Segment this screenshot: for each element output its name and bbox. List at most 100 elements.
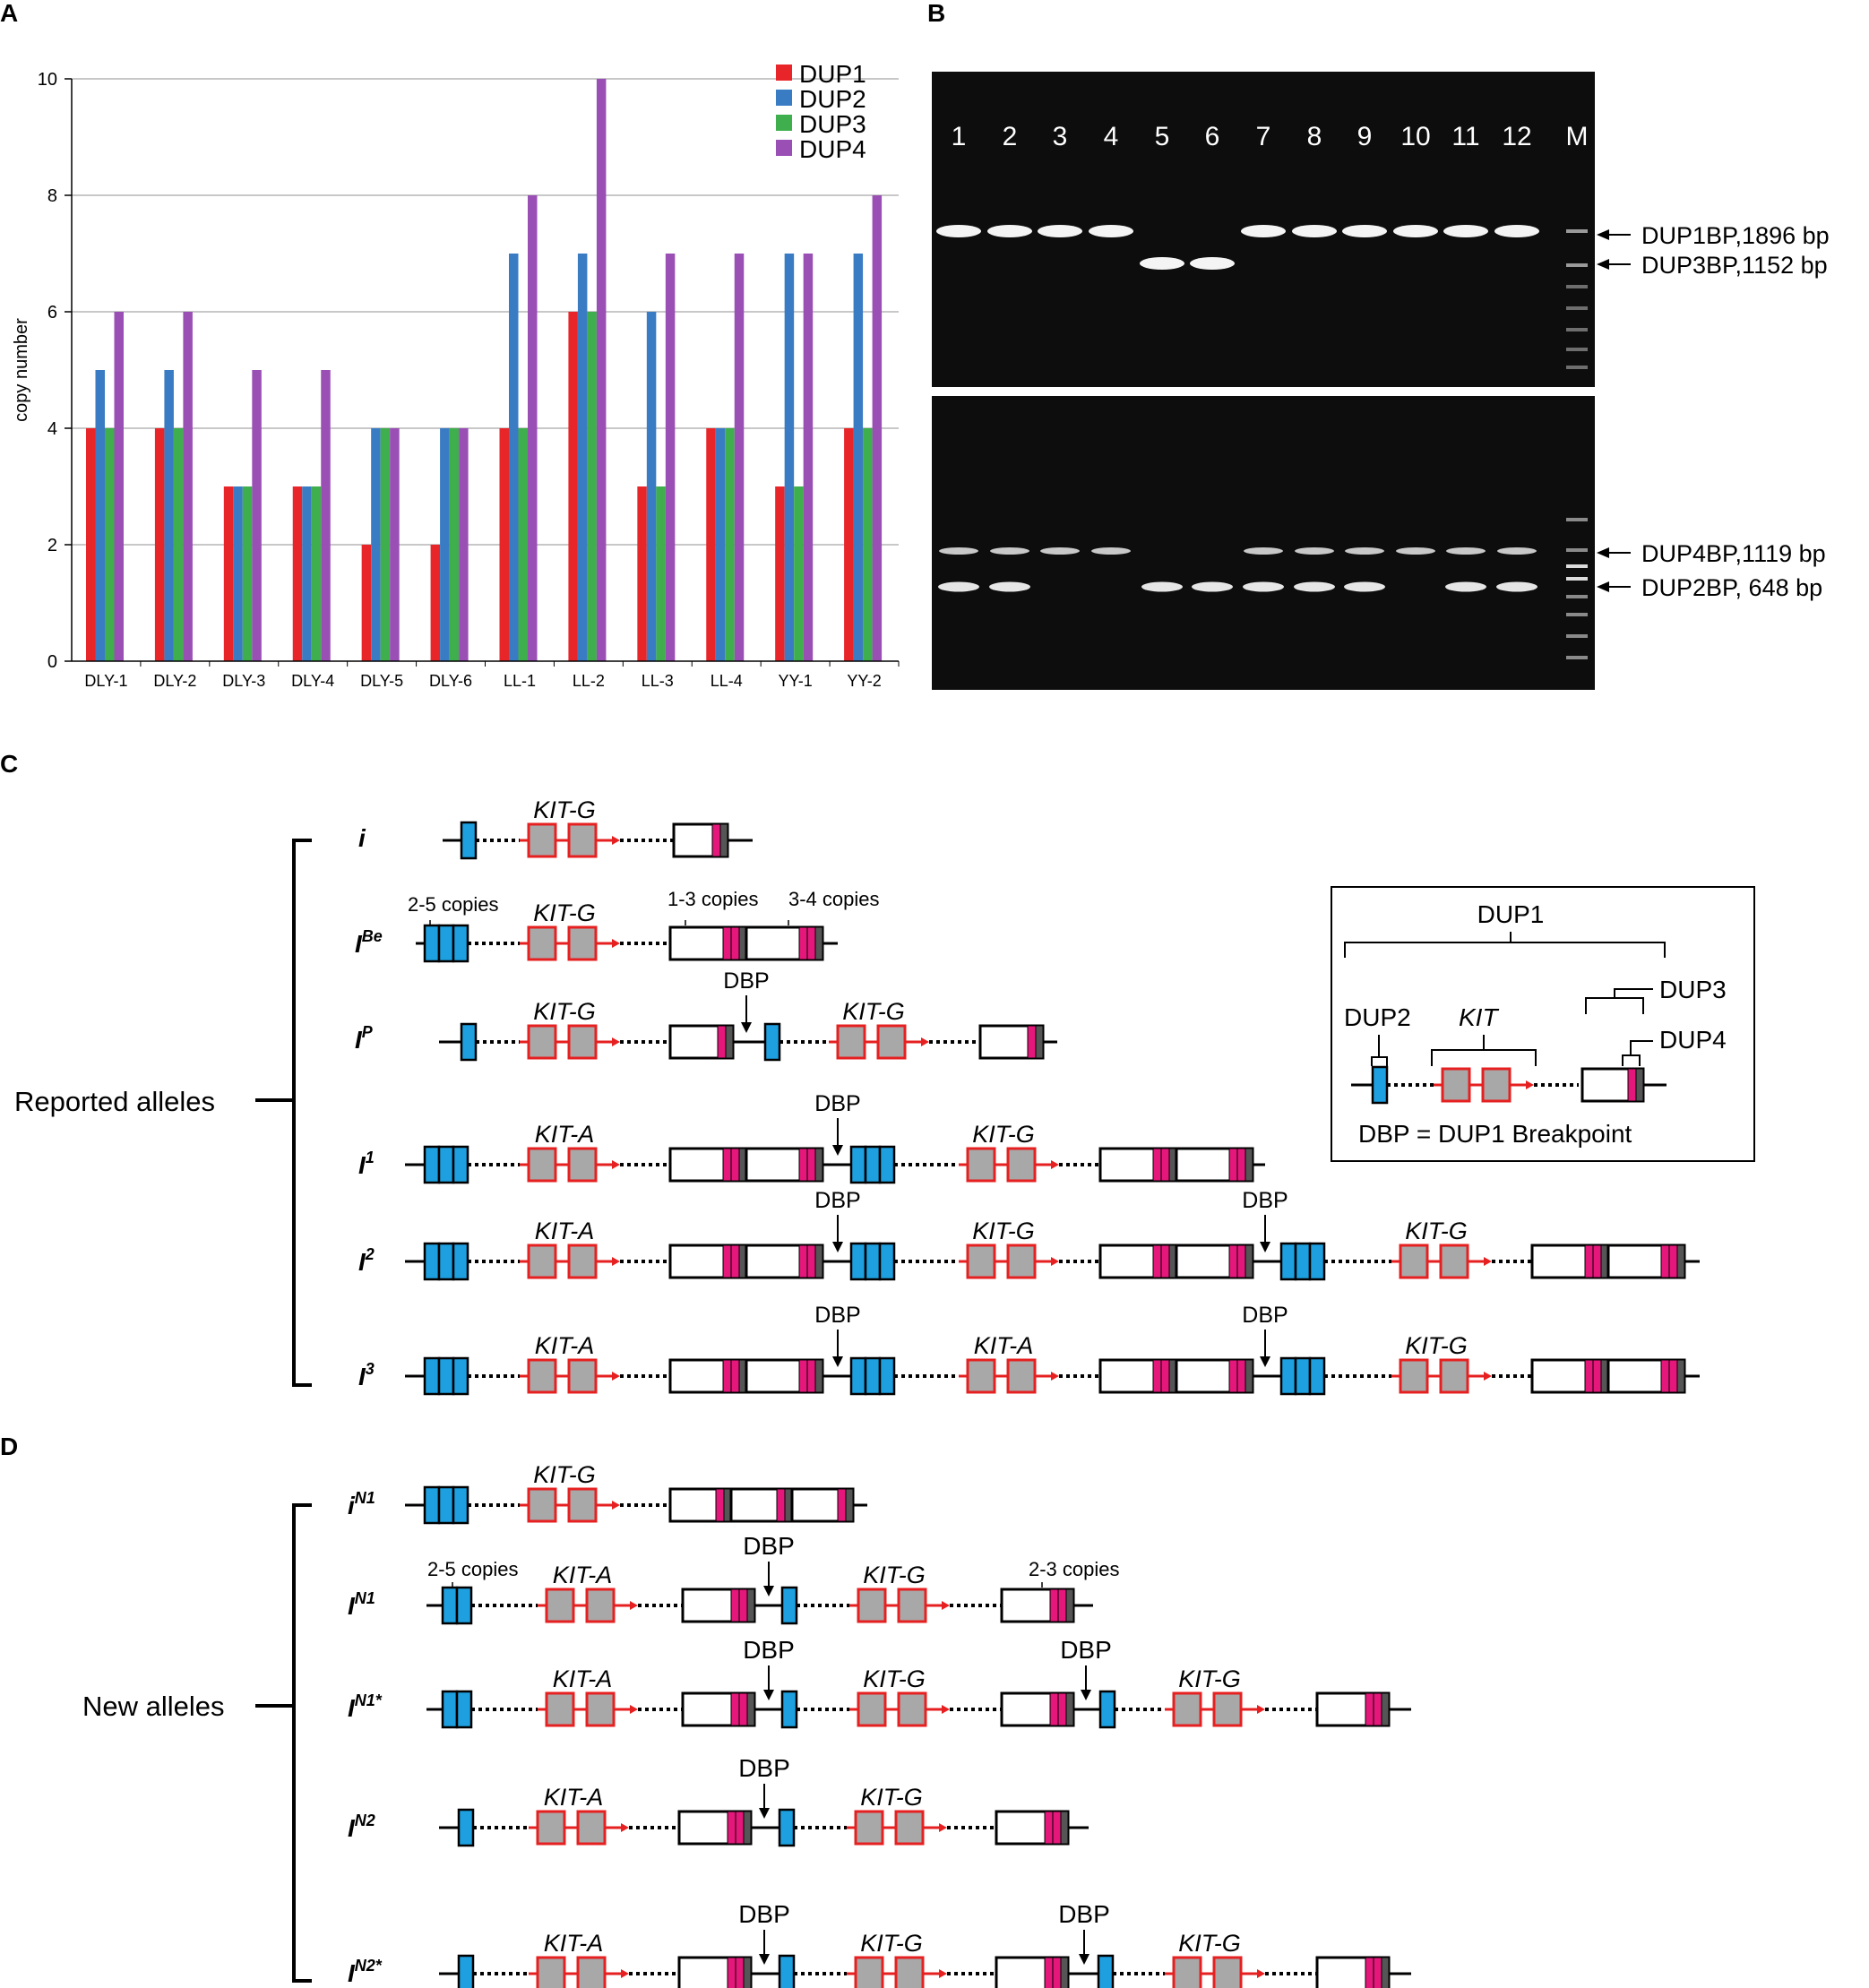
dup4-block bbox=[1668, 1244, 1678, 1278]
bar-dup1-yy-1 bbox=[775, 486, 785, 661]
kit-label: KIT-G bbox=[863, 1665, 926, 1692]
x-tick-label: DLY-2 bbox=[153, 672, 196, 690]
gel-band-dup4-1 bbox=[939, 547, 978, 555]
band-label-dup4bp: DUP4BP,1119 bp bbox=[1641, 540, 1826, 567]
dup3-end bbox=[719, 823, 728, 857]
kit-exon bbox=[876, 1024, 907, 1060]
x-tick-label: DLY-4 bbox=[291, 672, 334, 690]
kit-arrowhead bbox=[1257, 1705, 1265, 1714]
kit-arrowhead bbox=[612, 1372, 620, 1381]
kit-exon bbox=[1212, 1691, 1243, 1727]
dbp-arrowhead bbox=[832, 1242, 843, 1252]
bar-dup3-dly-1 bbox=[105, 428, 115, 661]
lane-label-6: 6 bbox=[1205, 122, 1220, 151]
bar-dup2-ll-4 bbox=[715, 428, 726, 661]
dbp-label: DBP bbox=[814, 1091, 860, 1116]
dup4-block bbox=[730, 1148, 740, 1182]
dup4-block bbox=[1592, 1359, 1602, 1393]
allele-In1-star: IN1* bbox=[348, 1691, 383, 1722]
gel-band-dup2-7 bbox=[1243, 581, 1284, 592]
gel-band-top-12 bbox=[1494, 225, 1539, 237]
marker-band bbox=[1566, 548, 1588, 552]
dup4-block bbox=[1627, 1068, 1637, 1102]
kit-label: KIT-G bbox=[860, 1930, 923, 1957]
dup2-block bbox=[441, 1586, 459, 1625]
dbp-label: DBP bbox=[814, 1188, 860, 1213]
bar-dup3-ll-4 bbox=[725, 428, 735, 661]
dup4-block bbox=[722, 1359, 732, 1393]
bar-dup4-dly-5 bbox=[390, 428, 400, 661]
gel-bottom bbox=[932, 396, 1595, 690]
dup4-block bbox=[1373, 1957, 1382, 1988]
dbp-arrowhead bbox=[763, 1690, 774, 1700]
gel-band-dup2-2 bbox=[989, 581, 1030, 592]
x-tick-label: LL-3 bbox=[642, 672, 674, 690]
bar-dup2-ll-3 bbox=[646, 312, 657, 661]
lane-label-5: 5 bbox=[1155, 122, 1170, 151]
dup2-block bbox=[878, 1242, 896, 1281]
kit-label: KIT-A bbox=[553, 1562, 613, 1588]
kit-label: KIT-A bbox=[544, 1930, 604, 1957]
dup4-block bbox=[1228, 1148, 1238, 1182]
inset-kit: KIT bbox=[1459, 1003, 1499, 1031]
marker-band bbox=[1566, 229, 1588, 233]
allele-i3: I3 bbox=[358, 1360, 375, 1390]
lane-label-3: 3 bbox=[1053, 122, 1068, 151]
dbp-label: DBP bbox=[743, 1532, 795, 1560]
dup4-block bbox=[722, 926, 732, 960]
lane-label-8: 8 bbox=[1307, 122, 1322, 151]
dup2-block bbox=[1294, 1356, 1312, 1396]
bar-dup2-yy-2 bbox=[853, 254, 864, 661]
marker-band bbox=[1566, 656, 1588, 659]
legend-swatch-dup1 bbox=[776, 65, 792, 81]
dbp-label: DBP bbox=[1242, 1188, 1288, 1213]
dup4-block bbox=[722, 1148, 732, 1182]
marker-band bbox=[1566, 306, 1588, 310]
dup3-end bbox=[743, 1957, 752, 1988]
bar-dup1-dly-3 bbox=[223, 486, 234, 661]
legend-swatch-dup2 bbox=[776, 90, 792, 106]
y-tick-label: 2 bbox=[47, 536, 57, 555]
gel-band-dup4-4 bbox=[1091, 547, 1131, 555]
dbp-label: DBP bbox=[1242, 1303, 1288, 1328]
dup4-block bbox=[717, 1025, 727, 1059]
dup3-end bbox=[1676, 1359, 1685, 1393]
gel-band-dup4-7 bbox=[1244, 547, 1283, 555]
gel-band-top-5 bbox=[1140, 257, 1184, 270]
bar-dup2-dly-3 bbox=[233, 486, 243, 661]
x-tick-label: DLY-3 bbox=[222, 672, 265, 690]
y-tick-label: 8 bbox=[47, 186, 57, 206]
dbp-arrowhead bbox=[759, 1954, 770, 1965]
gel-band-top-2 bbox=[987, 225, 1032, 237]
bar-dup1-ll-3 bbox=[637, 486, 647, 661]
dup4-block bbox=[1584, 1359, 1594, 1393]
dup4-block bbox=[738, 1588, 748, 1622]
dbp-label: DBP bbox=[1058, 1900, 1110, 1928]
dup4-block bbox=[730, 1359, 740, 1393]
kit-arrowhead bbox=[1051, 1372, 1059, 1381]
dbp-arrowhead bbox=[832, 1356, 843, 1367]
bar-dup4-dly-4 bbox=[321, 370, 331, 661]
bar-dup4-ll-4 bbox=[734, 254, 745, 661]
dup2-block bbox=[1279, 1242, 1297, 1281]
dup4-block bbox=[1373, 1692, 1382, 1726]
dup2-block bbox=[1097, 1954, 1115, 1988]
gel-band-dup4-10 bbox=[1396, 547, 1435, 555]
kit-exon bbox=[854, 1810, 884, 1846]
gel-band-dup4-8 bbox=[1295, 547, 1334, 555]
dup2-block bbox=[864, 1356, 882, 1396]
gel-band-dup2-8 bbox=[1294, 581, 1335, 592]
kit-exon bbox=[966, 1244, 996, 1279]
bar-dup2-dly-5 bbox=[371, 428, 381, 661]
arrow-dup2bp bbox=[1597, 581, 1631, 592]
kit-label: KIT-G bbox=[863, 1562, 926, 1588]
dup2-block bbox=[849, 1145, 867, 1184]
dup2-block bbox=[441, 1690, 459, 1729]
dup3-end bbox=[746, 1588, 755, 1622]
inset-dup2: DUP2 bbox=[1344, 1003, 1411, 1031]
dup2-block bbox=[1308, 1242, 1326, 1281]
lane-label-10: 10 bbox=[1400, 122, 1430, 151]
bar-dup4-dly-3 bbox=[252, 370, 262, 661]
dup2-block bbox=[437, 924, 455, 963]
